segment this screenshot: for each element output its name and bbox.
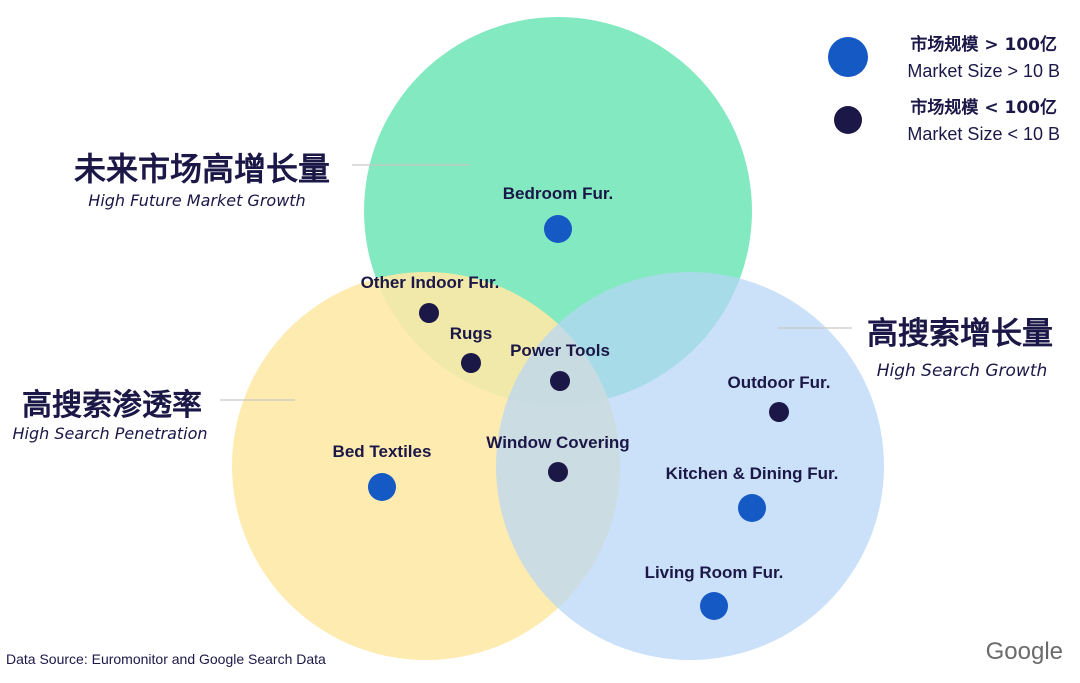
- item-marker: [738, 494, 766, 522]
- set-label-search-en: High Search Growth: [877, 361, 1048, 381]
- item-label: Living Room Fur.: [645, 563, 784, 582]
- legend-large-en: Market Size > 10 B: [907, 61, 1060, 81]
- legend-large-cn: 市场规模 > 100亿: [910, 34, 1057, 55]
- item-marker: [544, 215, 572, 243]
- item-label: Bed Textiles: [333, 442, 432, 461]
- item-label: Outdoor Fur.: [728, 373, 831, 392]
- legend-marker-large: [828, 37, 868, 77]
- item-marker: [550, 371, 570, 391]
- set-label-penetration-en: High Search Penetration: [12, 424, 207, 443]
- set-label-search-cn: 高搜索增长量: [867, 316, 1053, 352]
- item-label: Power Tools: [510, 341, 610, 360]
- item-label: Window Covering: [486, 433, 629, 452]
- circle-search: [496, 272, 884, 660]
- item-label: Other Indoor Fur.: [361, 273, 500, 292]
- item-label: Kitchen & Dining Fur.: [666, 464, 839, 483]
- item-marker: [419, 303, 439, 323]
- item-marker: [461, 353, 481, 373]
- item-marker: [548, 462, 568, 482]
- set-label-future-cn: 未来市场高增长量: [74, 150, 330, 188]
- legend-small-cn: 市场规模 < 100亿: [910, 97, 1057, 118]
- item-label: Bedroom Fur.: [503, 184, 614, 203]
- item-marker: [700, 592, 728, 620]
- item-marker: [368, 473, 396, 501]
- item-marker: [769, 402, 789, 422]
- legend-small-en: Market Size < 10 B: [907, 124, 1060, 144]
- data-source: Data Source: Euromonitor and Google Sear…: [6, 651, 326, 667]
- set-label-future-en: High Future Market Growth: [88, 191, 305, 210]
- set-label-penetration-cn: 高搜索渗透率: [22, 388, 202, 423]
- legend-marker-small: [834, 106, 862, 134]
- google-logo: Google: [986, 638, 1063, 665]
- item-label: Rugs: [450, 324, 493, 343]
